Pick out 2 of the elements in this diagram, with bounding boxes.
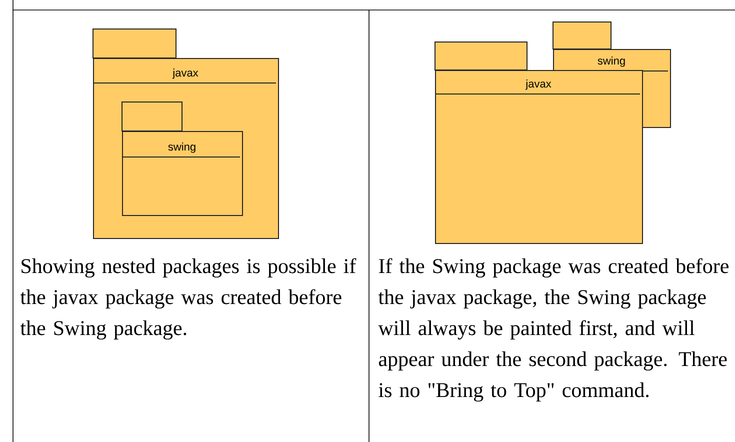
caption-text: Showing nested packages is possible if the javax package was created before the Swing package. [20, 258, 356, 340]
package-box: swing [122, 102, 243, 216]
